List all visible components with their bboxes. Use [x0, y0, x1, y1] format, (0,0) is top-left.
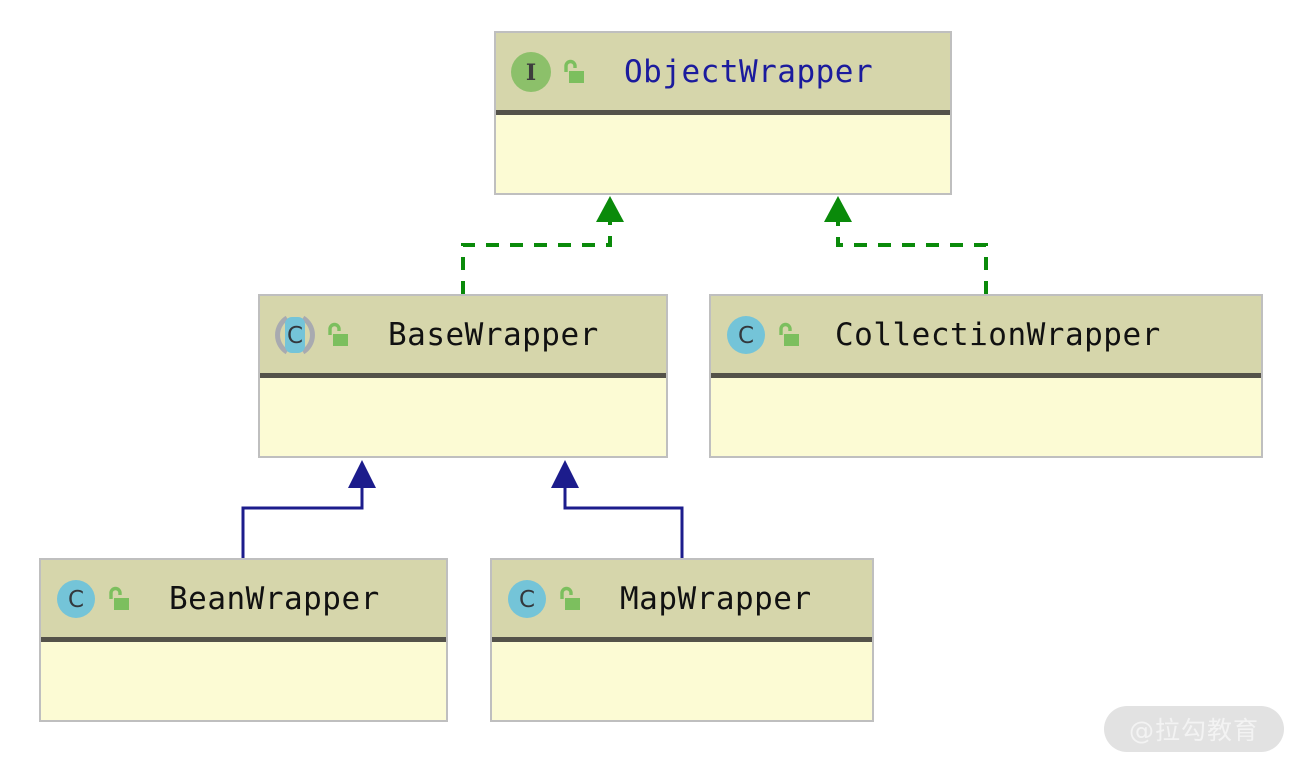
- abstract-class-badge-icon: C: [272, 312, 318, 358]
- uml-node-object-wrapper[interactable]: I ObjectWrapper: [494, 31, 952, 195]
- uml-node-map-wrapper[interactable]: C MapWrapper: [490, 558, 874, 722]
- uml-node-members: [260, 378, 666, 454]
- edge-collection-implements-object: [824, 196, 988, 294]
- uml-node-header: C CollectionWrapper: [711, 296, 1261, 378]
- uml-node-title: BaseWrapper: [388, 316, 599, 353]
- uml-node-base-wrapper[interactable]: C BaseWrapper: [258, 294, 668, 458]
- class-badge-icon: C: [504, 576, 550, 622]
- uml-node-members: [496, 115, 950, 191]
- uml-node-title: ObjectWrapper: [624, 53, 874, 90]
- svg-text:C: C: [519, 587, 535, 613]
- svg-text:I: I: [526, 60, 536, 86]
- svg-text:C: C: [68, 587, 84, 613]
- unlocked-padlock-icon: [554, 584, 584, 614]
- uml-node-bean-wrapper[interactable]: C BeanWrapper: [39, 558, 448, 722]
- edge-base-implements-object: [461, 196, 624, 294]
- watermark-badge: @拉勾教育: [1104, 706, 1284, 752]
- class-badge-icon: C: [723, 312, 769, 358]
- svg-text:C: C: [287, 323, 303, 349]
- uml-node-collection-wrapper[interactable]: C CollectionWrapper: [709, 294, 1263, 458]
- uml-node-members: [711, 378, 1261, 454]
- watermark-text: @拉勾教育: [1128, 716, 1259, 745]
- uml-node-header: I ObjectWrapper: [496, 33, 950, 115]
- edge-map-extends-base: [551, 460, 684, 558]
- unlocked-padlock-icon: [103, 584, 133, 614]
- interface-badge-icon: I: [508, 49, 554, 95]
- uml-node-members: [492, 642, 872, 718]
- unlocked-padlock-icon: [773, 320, 803, 350]
- uml-node-header: C BeanWrapper: [41, 560, 446, 642]
- svg-text:C: C: [738, 323, 754, 349]
- uml-node-title: CollectionWrapper: [835, 316, 1161, 353]
- uml-node-header: C BaseWrapper: [260, 296, 666, 378]
- unlocked-padlock-icon: [322, 320, 352, 350]
- uml-node-members: [41, 642, 446, 718]
- edge-bean-extends-base: [241, 460, 376, 558]
- uml-node-title: MapWrapper: [620, 580, 812, 617]
- uml-node-header: C MapWrapper: [492, 560, 872, 642]
- uml-node-title: BeanWrapper: [169, 580, 380, 617]
- unlocked-padlock-icon: [558, 57, 588, 87]
- class-badge-icon: C: [53, 576, 99, 622]
